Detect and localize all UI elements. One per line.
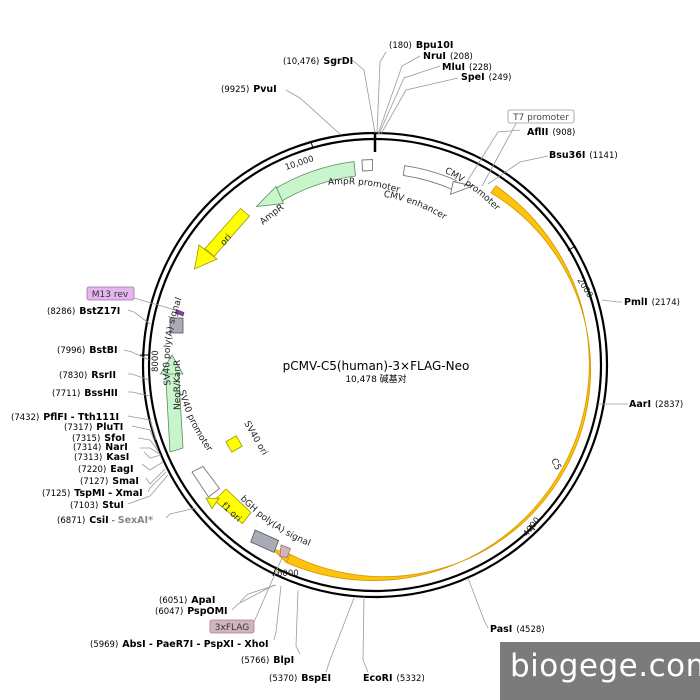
site-aari: AarI(2837) (629, 399, 683, 410)
tick-6000 (272, 566, 277, 577)
f1-ori-arrowhead (205, 497, 220, 510)
3xflag-box (209, 619, 255, 634)
tick-4000 (528, 524, 536, 531)
3xflag-label: 3xFLAG (215, 623, 249, 633)
site-pluti: (7317)PluTI (64, 422, 123, 433)
ampr-arrow (271, 161, 356, 204)
site-absi-xhoi: (5969)AbsI - PaeR7I - PspXI - XhoI (90, 639, 269, 650)
site-bstbi: (7996)BstBI (57, 345, 117, 356)
sv40-polya-box (169, 317, 184, 334)
site-spei: SpeI(249) (461, 72, 511, 83)
neor-kanr-arrowhead (159, 354, 184, 375)
site-nrui: NruI(208) (423, 51, 473, 62)
site-pspomi: (6047)PspOMI (155, 606, 228, 617)
site-eagi: (7220)EagI (78, 464, 134, 475)
tick-2000 (567, 245, 576, 251)
site-pasi: PasI(4528) (490, 624, 545, 635)
tick-label-6000: 6000 (277, 569, 299, 579)
ampr-arrowhead (255, 185, 285, 208)
label-sv40-ori: SV40 ori (241, 420, 269, 458)
3xflag-tag (279, 544, 291, 558)
plasmid-title: pCMV-C5(human)-3×FLAG-Neo (283, 359, 470, 373)
site-csii-sexai: (6871)CsiI-SexAI* (57, 515, 153, 526)
site-tspmi-xmai: (7125)TspMI - XmaI (42, 488, 143, 499)
site-apai: (6051)ApaI (159, 595, 215, 606)
watermark-text: biogege.com (510, 648, 700, 684)
ampr-promoter-arrow (361, 159, 373, 172)
f1-ori-arrow (213, 488, 252, 525)
bgh-polya-box (250, 529, 280, 554)
site-aflii: AflII(908) (527, 127, 575, 138)
site-blpi: (5766)BlpI (241, 655, 294, 666)
site-sfoi: (7315)SfoI (72, 433, 125, 444)
label-ampr-promoter: AmpR promoter (328, 177, 402, 196)
site-nari: (7314)NarI (73, 442, 128, 453)
site-sgrdi: (10,476)SgrDI (283, 56, 353, 67)
site-kasi: (7313)KasI (74, 452, 129, 463)
site-pvui: (9925)PvuI (221, 84, 277, 95)
cmv-promoter-arrow (449, 180, 475, 196)
site-bsshii: (7711)BssHII (52, 388, 118, 399)
primer-labels: T7 promoter M13 rev 3xFLAG (86, 109, 575, 634)
ori-arrow (204, 207, 251, 258)
ori-arrowhead (193, 244, 218, 270)
site-leaders (123, 51, 628, 673)
site-pflfi-tth111i: (7432)PflFI - Tth111I (11, 412, 119, 423)
sv40-ori-box (225, 435, 243, 453)
watermark-banner: biogege.com (500, 642, 700, 700)
site-mlui: MluI(228) (442, 62, 492, 73)
restriction-sites: (180)Bpu10I (10,476)SgrDI NruI(208) MluI… (11, 40, 683, 684)
site-pmli: PmlI(2174) (624, 297, 680, 308)
site-bsu36i: Bsu36I(1141) (549, 150, 618, 161)
plasmid-length: 10,478 碱基对 (345, 373, 406, 385)
m13-rev-box (86, 286, 135, 301)
site-bstz17i: (8286)BstZ17I (47, 306, 120, 317)
site-ecori: EcoRI(5332) (363, 673, 425, 684)
label-c5: C5 (548, 457, 562, 472)
site-rsrii: (7830)RsrII (59, 370, 116, 381)
label-neor-kanr: NeoR/KanR (173, 360, 183, 410)
site-bspei: (5370)BspEI (269, 673, 331, 684)
sv40-promoter-arrow (191, 465, 221, 498)
site-bpu10i: (180)Bpu10I (389, 40, 453, 51)
features (159, 159, 592, 581)
feature-labels: CMV enhancer CMV promoter C5 bGH poly(A)… (162, 166, 562, 549)
tick-label-8000: 8000 (151, 350, 161, 372)
site-smai: (7127)SmaI (80, 476, 139, 487)
tick-10000 (310, 141, 314, 149)
t7-promoter-box (507, 109, 575, 124)
m13-rev-label: M13 rev (92, 290, 129, 300)
m13-rev-primer (175, 309, 185, 317)
label-ampr: AmpR (258, 203, 286, 228)
t7-promoter-label: T7 promoter (512, 113, 569, 123)
site-stui: (7103)StuI (70, 500, 124, 511)
label-cmv-enhancer: CMV enhancer (383, 190, 448, 223)
